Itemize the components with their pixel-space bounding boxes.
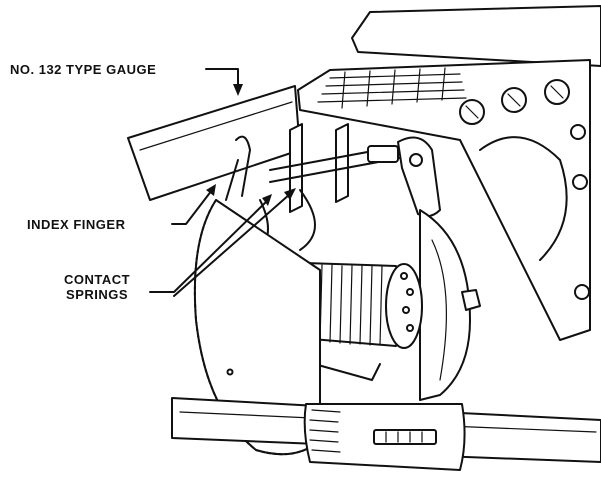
contact-springs-leader-line — [149, 188, 296, 297]
index-finger-leader-line — [171, 184, 216, 225]
index-finger — [225, 135, 251, 201]
ratchet-wheel — [193, 199, 321, 456]
top-cover-plate — [351, 5, 601, 67]
drive-shaft — [171, 397, 601, 463]
gauge-label: NO. 132 TYPE GAUGE — [10, 62, 157, 77]
gauge-leader-line — [205, 68, 243, 96]
contact-springs-label-line2: SPRINGS — [66, 287, 129, 302]
clutch-drum — [303, 403, 466, 471]
pivot-arm — [367, 136, 441, 218]
contact-bank — [297, 59, 591, 341]
contact-springs-label: CONTACT SPRINGS — [64, 272, 130, 302]
side-frame-plate — [419, 209, 481, 401]
contact-springs-label-line1: CONTACT — [64, 272, 131, 287]
gauge-blade — [127, 85, 301, 201]
index-finger-label: INDEX FINGER — [27, 217, 126, 232]
